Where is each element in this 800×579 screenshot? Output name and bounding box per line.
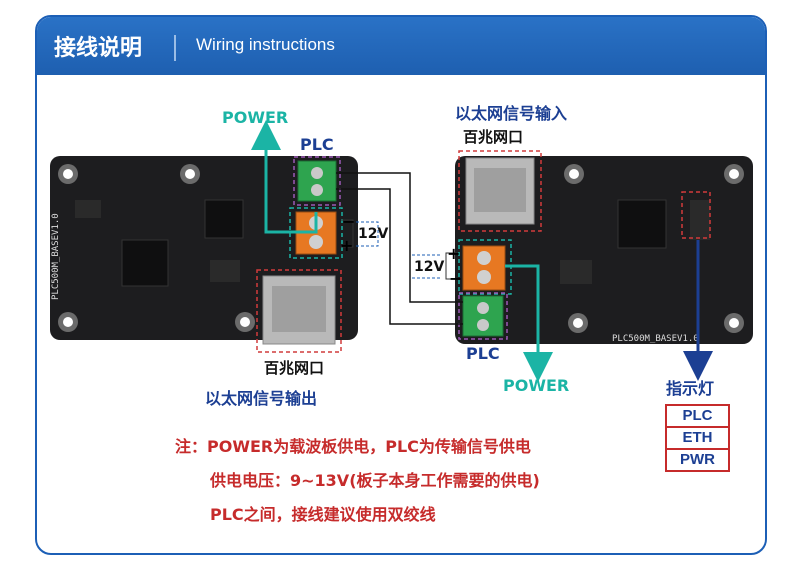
svg-text:−: − (342, 212, 355, 231)
left-plc-label: PLC (300, 135, 334, 154)
notes: 注：POWER为载波板供电，PLC为传输信号供电 供电电压：9~13V(板子本身… (175, 430, 540, 532)
legend-plc: PLC (665, 404, 730, 428)
indicator-highlight (681, 191, 711, 239)
indicator-label: 指示灯 (666, 379, 715, 398)
note-2: 供电电压：9~13V(板子本身工作需要的供电) (210, 471, 540, 490)
right-port-highlight (458, 150, 542, 232)
right-port-label: 百兆网口 (463, 128, 524, 146)
right-silkscreen: PLC500M_BASEV1.0 (612, 334, 699, 344)
left-power-arrow (251, 120, 318, 234)
left-plc-highlight (293, 156, 341, 206)
legend-pwr: PWR (665, 448, 730, 472)
svg-text:+: + (340, 236, 353, 255)
header-title: 接线说明 (54, 36, 143, 61)
wire-plc-2 (336, 188, 463, 325)
right-voltage-label: 12V (414, 259, 445, 275)
wire-plc-1 (336, 172, 463, 303)
right-power-label: POWER (503, 376, 570, 395)
header-divider (174, 35, 176, 61)
left-silkscreen: PLC500M_BASEV1.0 (51, 213, 61, 300)
header-subtitle: Wiring instructions (196, 35, 335, 54)
note-1: 注：POWER为载波板供电，PLC为传输信号供电 (175, 437, 531, 456)
header-bar: 接线说明 Wiring instructions (37, 17, 765, 75)
left-port-label: 百兆网口 (264, 359, 325, 377)
svg-text:−: − (449, 269, 462, 288)
indicator-legend: PLC ETH PWR (665, 404, 730, 472)
right-board: PLC500M_BASEV1.0 (455, 156, 753, 344)
left-power-label: POWER (222, 108, 289, 127)
right-power-arrow (505, 264, 553, 382)
right-plc-highlight (458, 292, 508, 340)
legend-eth: ETH (665, 426, 730, 450)
left-port-caption: 以太网信号输出 (205, 389, 318, 408)
left-port-highlight (256, 269, 342, 353)
right-plc-label: PLC (466, 344, 500, 363)
svg-text:+: + (447, 244, 460, 263)
left-board (50, 156, 358, 345)
right-caption: 以太网信号输入 (455, 104, 568, 123)
left-voltage-label: 12V (358, 226, 389, 242)
note-3: PLC之间，接线建议使用双绞线 (210, 505, 436, 524)
